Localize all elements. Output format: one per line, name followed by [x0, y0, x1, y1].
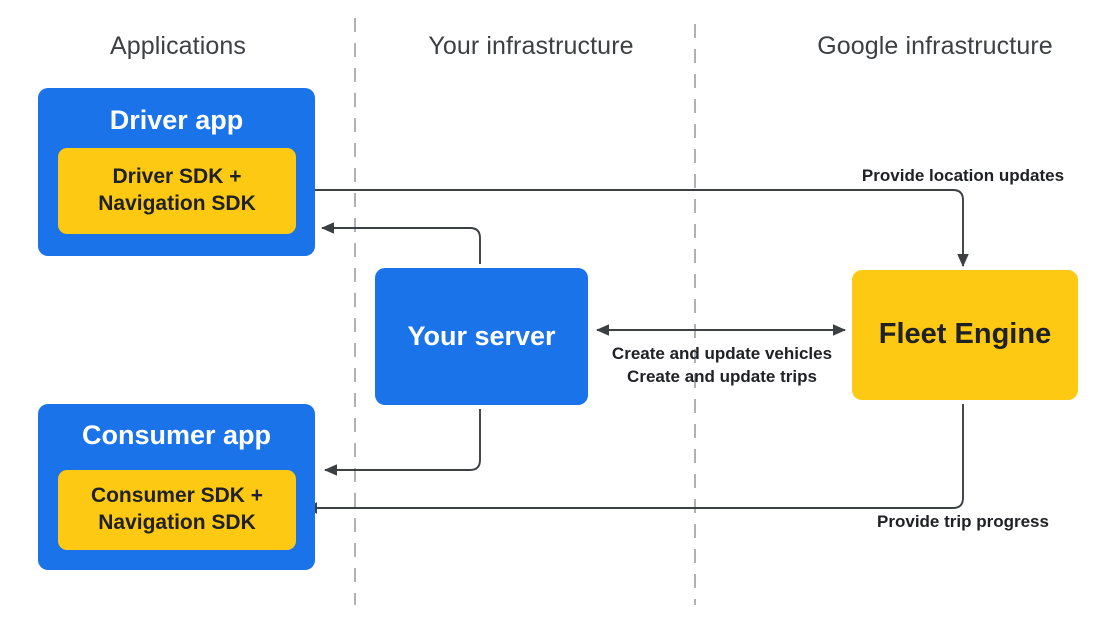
edge-server-to-consumer — [323, 409, 481, 476]
your-server-title: Your server — [407, 320, 556, 351]
edge-server-to-driver — [320, 222, 481, 264]
edge-trip-progress — [303, 404, 964, 514]
node-your-server[interactable]: Your server — [375, 268, 588, 405]
column-header-applications: Applications — [109, 32, 247, 60]
node-consumer-sdk[interactable]: Consumer SDK + Navigation SDK — [58, 470, 296, 550]
consumer-sdk-label: Consumer SDK + Navigation SDK — [90, 484, 264, 534]
edge-label-trip-progress: Provide trip progress — [877, 512, 1049, 531]
consumer-app-title: Consumer app — [81, 420, 272, 450]
node-fleet-engine[interactable]: Fleet Engine — [852, 270, 1078, 400]
fleet-engine-title: Fleet Engine — [878, 318, 1052, 351]
driver-sdk-label: Driver SDK + Navigation SDK — [98, 165, 256, 215]
edge-label-location-updates: Provide location updates — [861, 166, 1065, 185]
edge-label-server-fleet-engine: Create and update vehicles Create and up… — [612, 343, 832, 389]
edge-location-updates — [312, 189, 969, 268]
node-driver-sdk[interactable]: Driver SDK + Navigation SDK — [58, 148, 296, 234]
edge-label-create-update-vehicles: Create and update vehicles — [611, 344, 833, 363]
column-header-google-infrastructure: Google infrastructure — [817, 32, 1053, 60]
driver-app-title: Driver app — [109, 105, 244, 135]
edge-label-create-update-trips: Create and update trips — [627, 366, 817, 386]
column-header-your-infrastructure: Your infrastructure — [428, 32, 634, 60]
